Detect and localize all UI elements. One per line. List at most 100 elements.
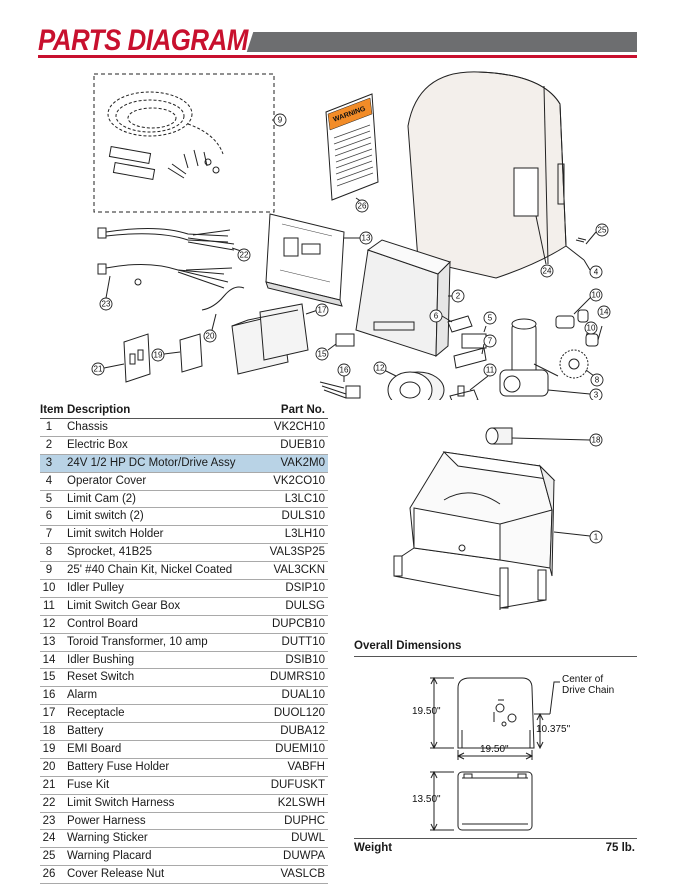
part-description: EMI Board <box>67 743 122 756</box>
item-number: 16 <box>42 689 56 702</box>
limit-switch-gear-box <box>449 385 479 400</box>
callout-8: 8 <box>585 369 604 387</box>
callout-23: 23 <box>99 275 113 311</box>
callout-20: 20 <box>203 313 217 343</box>
part-description: Operator Cover <box>67 474 147 487</box>
part-description: Reset Switch <box>67 671 135 684</box>
svg-text:6: 6 <box>434 312 439 321</box>
center-label-line2: Drive Chain <box>562 685 614 696</box>
svg-text:21: 21 <box>94 365 103 374</box>
svg-text:19: 19 <box>154 351 163 360</box>
part-description: Power Harness <box>67 814 146 827</box>
part-description: Idler Pulley <box>67 582 124 595</box>
control-board <box>265 213 345 307</box>
dimensions-rule <box>354 656 637 657</box>
item-number: 8 <box>45 546 53 559</box>
item-number: 5 <box>45 492 53 505</box>
item-number: 14 <box>42 653 56 666</box>
callout-4: 4 <box>583 259 603 279</box>
item-number: 18 <box>42 725 56 738</box>
part-description: Limit Switch Gear Box <box>67 599 181 612</box>
power-harness <box>97 263 233 289</box>
svg-text:12: 12 <box>376 364 385 373</box>
sprocket <box>559 349 589 379</box>
warning-placard: WARNING <box>325 93 379 201</box>
part-description: Battery <box>67 725 104 738</box>
item-number: 12 <box>42 617 56 630</box>
svg-text:2: 2 <box>456 292 461 301</box>
part-number: DUEB10 <box>280 438 325 451</box>
item-number: 21 <box>42 778 56 791</box>
item-number: 6 <box>45 510 53 523</box>
part-description: Limit switch (2) <box>67 510 144 523</box>
overall-dimensions-drawing: 19.50" 19.50" 10.375" Center of Drive Ch… <box>412 674 614 832</box>
item-number: 19 <box>42 743 56 756</box>
part-description: Control Board <box>67 617 138 630</box>
item-number: 22 <box>42 796 56 809</box>
svg-text:5: 5 <box>488 314 493 323</box>
table-row: 21 Fuse Kit DUFUSKT <box>40 777 328 795</box>
callout-25: 26 <box>355 197 369 213</box>
item-number: 4 <box>45 474 53 487</box>
limit-switch-harness <box>97 227 235 251</box>
svg-text:18: 18 <box>592 436 601 445</box>
callout-11: 11 <box>469 363 497 391</box>
svg-text:16: 16 <box>340 366 349 375</box>
svg-text:10: 10 <box>587 324 596 333</box>
part-number: DUPHC <box>284 814 325 827</box>
limit-switch-assembly <box>447 315 487 369</box>
svg-text:11: 11 <box>486 366 495 375</box>
callout-19: 19 <box>151 348 181 362</box>
item-number: 24 <box>42 832 56 845</box>
part-description: Receptacle <box>67 707 125 720</box>
part-description: Warning Sticker <box>67 832 148 845</box>
item-number: 15 <box>42 671 56 684</box>
callout-24: 24 <box>535 215 554 278</box>
callout-14: 14 <box>597 305 611 341</box>
callout-3: 3 <box>547 388 603 400</box>
part-number: K2LSWH <box>277 796 325 809</box>
center-label-line1: Center of <box>562 674 603 685</box>
callout-17: 16 <box>337 363 351 382</box>
svg-text:23: 23 <box>102 300 111 309</box>
svg-text:26: 26 <box>358 202 367 211</box>
receptacle <box>319 381 361 399</box>
item-column-header: Item <box>40 404 64 416</box>
parts-diagram: WARNING <box>91 71 611 400</box>
toroid-transformer <box>387 371 445 400</box>
callout-5: 5 <box>483 311 497 333</box>
part-number: DUMRS10 <box>270 671 325 684</box>
part-description: Cover Release Nut <box>67 868 165 881</box>
part-number: DUBA12 <box>280 725 325 738</box>
part-number: VK2CH10 <box>273 421 325 433</box>
callout-6: 6 <box>429 309 453 323</box>
part-number: DUTT10 <box>281 635 325 648</box>
chassis <box>393 451 556 610</box>
part-number: DUFUSKT <box>270 778 325 791</box>
svg-text:1: 1 <box>594 533 599 542</box>
callout-22: 22 <box>231 247 251 262</box>
part-description: Electric Box <box>67 438 128 451</box>
svg-text:4: 4 <box>594 268 599 277</box>
part-description: Limit switch Holder <box>67 528 164 541</box>
item-number: 25 <box>42 850 56 863</box>
item-number: 2 <box>45 438 53 451</box>
part-number: DSIP10 <box>285 582 325 595</box>
callout-2: 2 <box>448 289 465 303</box>
chain-coil <box>107 91 224 155</box>
front-view <box>457 677 535 749</box>
part-description: Fuse Kit <box>67 778 110 791</box>
width-dimension-label: 19.50" <box>480 744 509 755</box>
